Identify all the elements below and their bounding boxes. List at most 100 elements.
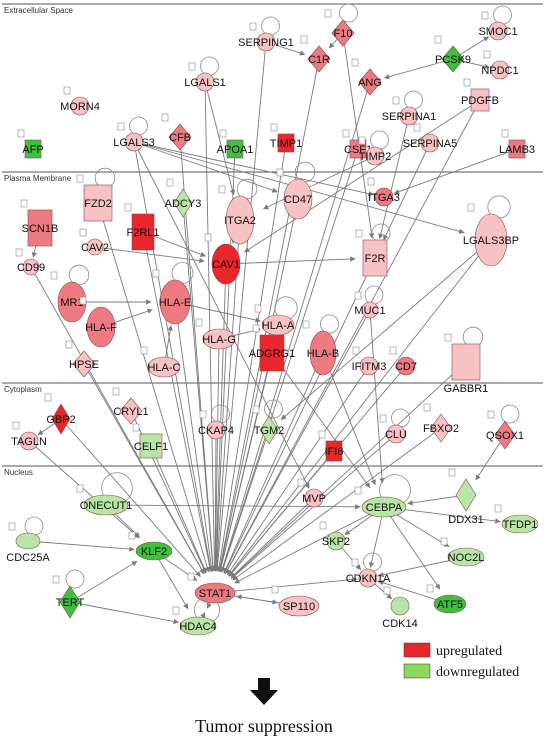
edge-gbp2-to-stat1 [60, 418, 201, 577]
node-muc1[interactable]: MUC1 [354, 291, 386, 319]
node-shape-tgm2 [259, 415, 279, 445]
node-lgals1[interactable]: LGALS1 [184, 62, 226, 92]
node-hdac4[interactable]: HDAC4 [172, 606, 217, 636]
node-c1r[interactable]: C1R [300, 35, 331, 73]
node-tagln[interactable]: TAGLN [11, 421, 47, 451]
node-cav2[interactable]: CAV2 [79, 228, 109, 256]
node-cfb[interactable]: CFB [161, 113, 192, 151]
node-pdgfb[interactable]: PDGFB [461, 78, 499, 112]
node-gabbr1[interactable]: GABBR1 [444, 333, 489, 395]
node-serping1[interactable]: SERPING1 [238, 22, 294, 52]
node-cd47[interactable]: CD47 [276, 168, 313, 220]
node-cryl1[interactable]: CRYL1 [112, 387, 149, 425]
node-label-hla-f: HLA-F [85, 322, 117, 334]
node-cdk14[interactable]: CDK14 [382, 586, 418, 630]
node-cav1[interactable]: CAV1 [204, 233, 241, 285]
node-hla-e[interactable]: HLA-E [152, 269, 191, 325]
node-adcy3[interactable]: ADCY3 [165, 178, 202, 218]
edge-serpina5-to-f2r [383, 142, 431, 241]
node-gbp2[interactable]: GBP2 [44, 393, 76, 435]
node-hla-c[interactable]: HLA-C [140, 346, 181, 378]
node-shape-itga2 [225, 195, 255, 245]
node-cd7[interactable]: CD7 [389, 346, 417, 376]
node-qsox1[interactable]: QSOX1 [486, 410, 524, 450]
node-tfdp1[interactable]: TFDP1 [494, 504, 539, 534]
node-ddx31[interactable]: DDX31 [448, 468, 484, 526]
node-csf1[interactable]: CSF1 [342, 129, 372, 159]
node-badge-hla-a [254, 304, 262, 313]
node-mr1[interactable]: MR1 [50, 271, 87, 323]
node-cdc25a[interactable]: CDC25A [6, 522, 50, 564]
edge-lgals3-to-itga3 [133, 141, 374, 197]
node-shape-fbxo2 [430, 413, 452, 443]
node-badge-cd47 [276, 168, 284, 177]
edge-hla-g-to-stat1 [212, 338, 220, 572]
node-hla-f[interactable]: HLA-F [79, 296, 117, 348]
node-noc2l[interactable]: NOC2L [440, 537, 484, 567]
node-label-hla-g: HLA-G [202, 334, 236, 346]
node-label-sp110: SP110 [283, 601, 315, 613]
node-atf5[interactable]: ATF5 [426, 584, 467, 614]
edge-gabbr1-to-stat1 [230, 361, 467, 579]
node-npdc1[interactable]: NPDC1 [481, 50, 519, 80]
node-badge-tert [52, 575, 60, 584]
node-badge-adcy3 [166, 178, 174, 187]
legend: upregulated downregulated [403, 642, 519, 680]
node-tert[interactable]: TERT [52, 575, 85, 619]
node-cebpa[interactable]: CEBPA [354, 486, 407, 518]
node-hla-g[interactable]: HLA-G [195, 318, 236, 350]
node-pcsk9[interactable]: PCSK9 [434, 35, 471, 73]
node-cdkn1a[interactable]: CDKN1A [346, 558, 391, 588]
node-mvp[interactable]: MVP [297, 478, 326, 508]
node-klf2[interactable]: KLF2 [128, 531, 173, 561]
node-apoa1[interactable]: APOA1 [217, 129, 254, 159]
node-timp1[interactable]: TIMP1 [270, 123, 302, 153]
node-celf1[interactable]: CELF1 [132, 423, 168, 459]
node-onecut1[interactable]: ONECUT1 [76, 484, 132, 516]
node-itga2[interactable]: ITGA2 [218, 185, 256, 245]
node-scn1b[interactable]: SCN1B [20, 199, 58, 247]
node-lamb3[interactable]: LAMB3 [499, 129, 535, 159]
node-badge-hla-c [140, 346, 148, 355]
node-timp2[interactable]: TIMP2 [358, 136, 391, 166]
self-loop-serpina1 [404, 90, 423, 110]
node-skp2[interactable]: SKP2 [319, 521, 350, 551]
node-ang[interactable]: ANG [351, 58, 382, 96]
node-ifi6[interactable]: IFI6 [318, 430, 343, 462]
edge-cav1-to-f2r [225, 256, 356, 265]
node-ckap4[interactable]: CKAP4 [198, 410, 234, 440]
node-badge-mr1 [50, 271, 58, 280]
node-hpse[interactable]: HPSE [65, 340, 99, 378]
node-f2r[interactable]: F2R [355, 229, 388, 277]
node-badge-celf1 [132, 423, 140, 432]
node-cd99[interactable]: CD99 [15, 248, 45, 276]
node-ifitm3[interactable]: IFITM3 [352, 346, 387, 376]
node-stat1[interactable]: STAT1 [187, 572, 236, 604]
node-shape-gabbr1 [451, 343, 481, 381]
node-fbxo2[interactable]: FBXO2 [423, 403, 459, 443]
node-badge-itga2 [218, 185, 226, 194]
node-clu[interactable]: CLU [379, 414, 407, 444]
node-serpina5[interactable]: SERPINA5 [403, 123, 457, 153]
node-label-hdac4: HDAC4 [179, 621, 216, 633]
node-afp[interactable]: AFP [17, 129, 44, 159]
node-smoc1[interactable]: SMOC1 [478, 11, 518, 41]
edge-ckap4-to-stat1 [212, 429, 218, 572]
node-sp110[interactable]: SP110 [271, 585, 320, 617]
node-shape-hla-g [202, 328, 236, 350]
node-itga3[interactable]: ITGA3 [367, 177, 400, 207]
node-tgm2[interactable]: TGM2 [252, 405, 284, 445]
compartment-labels: Extracellular Space Plasma Membrane Cyto… [4, 6, 73, 477]
node-f2rl1[interactable]: F2RL1 [124, 203, 160, 251]
edge-fbxo2-to-stat1 [232, 427, 442, 581]
node-serpina1[interactable]: SERPINA1 [382, 96, 436, 126]
node-label-lamb3: LAMB3 [499, 144, 535, 156]
node-lgals3bp[interactable]: LGALS3BP [463, 203, 519, 267]
node-lgals3[interactable]: LGALS3 [113, 122, 155, 152]
node-morn4[interactable]: MORN4 [60, 86, 100, 116]
node-adgrg1[interactable]: ADGRG1 [249, 324, 295, 372]
node-fzd2[interactable]: FZD2 [76, 174, 113, 222]
node-f10[interactable]: F10 [324, 9, 355, 47]
node-hla-a[interactable]: HLA-A [254, 304, 295, 336]
node-hla-b[interactable]: HLA-B [302, 320, 339, 376]
